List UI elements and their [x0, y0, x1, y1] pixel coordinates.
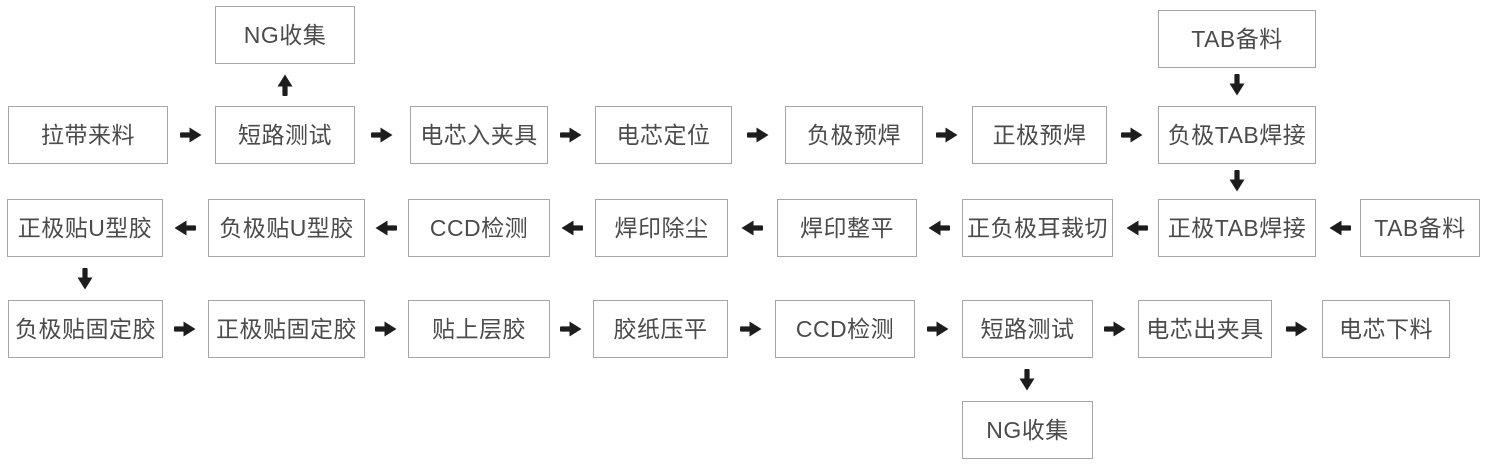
arrow-right-icon	[560, 127, 582, 143]
arrow-left-icon	[174, 220, 196, 236]
arrow-right-icon	[936, 127, 958, 143]
node-pos-tab-welding: 正极TAB焊接	[1158, 199, 1316, 257]
arrow-right-icon	[747, 127, 769, 143]
node-neg-u-tape: 负极贴U型胶	[208, 199, 365, 257]
node-cell-positioning: 电芯定位	[595, 106, 732, 164]
node-pos-fixing-tape: 正极贴固定胶	[208, 300, 365, 358]
node-ccd-inspection-1: CCD检测	[408, 199, 550, 257]
arrow-right-icon	[1286, 321, 1308, 337]
arrow-left-icon	[561, 220, 583, 236]
node-tape-pressing: 胶纸压平	[593, 300, 728, 358]
arrow-right-icon	[1121, 127, 1143, 143]
node-tab-prep-right: TAB备料	[1360, 199, 1480, 257]
arrow-right-icon	[371, 127, 393, 143]
arrow-right-icon	[927, 321, 949, 337]
node-cell-out-fixture: 电芯出夹具	[1138, 300, 1272, 358]
node-short-circuit-test-2: 短路测试	[962, 300, 1093, 358]
arrow-left-icon	[1126, 220, 1148, 236]
arrow-right-icon	[174, 321, 196, 337]
node-pos-prewelding: 正极预焊	[972, 106, 1107, 164]
arrow-right-icon	[740, 321, 762, 337]
node-ng-collect-top: NG收集	[215, 6, 355, 64]
node-neg-prewelding: 负极预焊	[785, 106, 923, 164]
node-strip-incoming: 拉带来料	[8, 106, 168, 164]
arrow-right-icon	[180, 127, 202, 143]
arrow-left-icon	[741, 220, 763, 236]
arrow-left-icon	[1329, 220, 1351, 236]
arrow-right-icon	[375, 321, 397, 337]
arrow-down-icon	[1229, 170, 1245, 192]
arrow-right-icon	[1104, 321, 1126, 337]
node-tab-prep-top: TAB备料	[1158, 10, 1316, 68]
arrow-down-icon	[77, 268, 93, 290]
node-cell-unloading: 电芯下料	[1322, 300, 1450, 358]
node-ng-collect-bottom: NG收集	[962, 401, 1093, 459]
node-short-circuit-test-1: 短路测试	[215, 106, 355, 164]
arrow-left-icon	[928, 220, 950, 236]
arrow-right-icon	[560, 321, 582, 337]
node-weld-mark-dedust: 焊印除尘	[595, 199, 728, 257]
node-top-layer-tape: 贴上层胶	[408, 300, 550, 358]
arrow-down-icon	[1019, 369, 1035, 391]
node-tab-cutting: 正负极耳裁切	[962, 199, 1113, 257]
node-pos-u-tape: 正极贴U型胶	[7, 199, 163, 257]
node-neg-tab-welding: 负极TAB焊接	[1158, 106, 1316, 164]
node-cell-into-fixture: 电芯入夹具	[410, 106, 548, 164]
arrow-down-icon	[1229, 74, 1245, 96]
node-neg-fixing-tape: 负极贴固定胶	[8, 300, 163, 358]
node-ccd-inspection-2: CCD检测	[775, 300, 915, 358]
node-weld-mark-flatten: 焊印整平	[777, 199, 917, 257]
arrow-left-icon	[375, 220, 397, 236]
arrow-up-icon	[277, 74, 293, 96]
